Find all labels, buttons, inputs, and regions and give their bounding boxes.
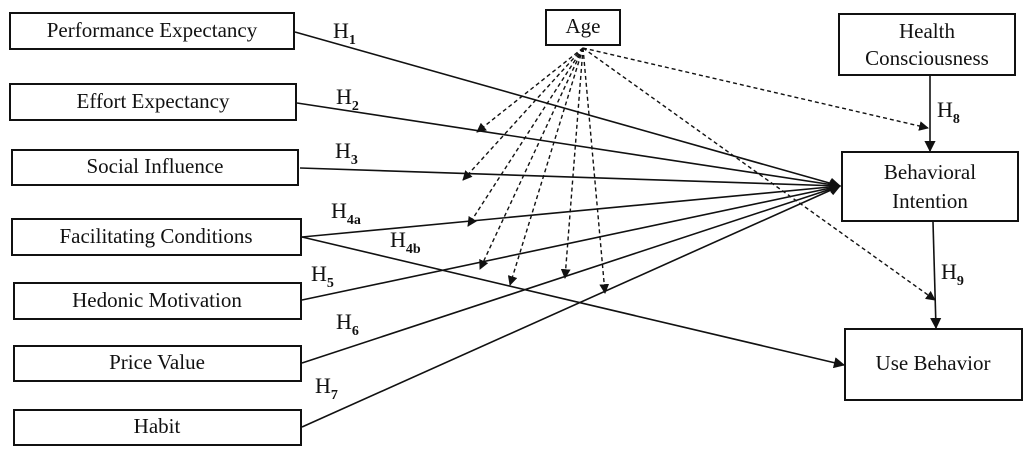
hypothesis-label-h9: H9 [941, 259, 964, 289]
age-label: Age [566, 14, 601, 38]
health-consciousness-label-line1: Health [899, 19, 955, 43]
construct-price-value: Price Value [13, 345, 302, 382]
construct-use-behavior: Use Behavior [844, 328, 1023, 401]
hypothesis-label-h8: H8 [937, 97, 960, 127]
age-moderation-line [507, 47, 584, 286]
facilitating-conditions-label: Facilitating Conditions [59, 224, 252, 248]
hypothesis-label-h2: H2 [336, 84, 359, 114]
hypothesis-label-h5: H5 [311, 261, 334, 291]
habit-label: Habit [134, 414, 181, 438]
age-moderation-line [467, 47, 584, 227]
path-h9 [930, 221, 942, 330]
path-h2 [296, 102, 842, 191]
construct-effort-expectancy: Effort Expectancy [9, 83, 297, 121]
age-moderation-line [476, 47, 584, 133]
age-moderation-line [479, 47, 584, 270]
hypothesis-label-h1: H1 [333, 18, 356, 48]
hypothesis-label-h3: H3 [335, 138, 358, 168]
hypothesis-label-h6: H6 [336, 309, 359, 339]
behavioral-intention-label-line2: Intention [892, 189, 968, 213]
path-h7 [301, 185, 842, 428]
construct-social-influence: Social Influence [11, 149, 299, 186]
hedonic-motivation-label: Hedonic Motivation [72, 288, 242, 312]
effort-expectancy-label: Effort Expectancy [77, 89, 230, 113]
path-h5 [301, 182, 842, 301]
construct-habit: Habit [13, 409, 302, 446]
age-moderation-line [560, 47, 584, 279]
path-h6 [301, 183, 842, 364]
construct-health-consciousness: Health Consciousness [838, 13, 1016, 76]
hypothesis-label-h4a: H4a [331, 198, 361, 228]
use-behavior-label: Use Behavior [876, 351, 991, 375]
construct-age: Age [545, 9, 621, 46]
path-h3 [299, 167, 842, 192]
health-consciousness-label-line2: Consciousness [865, 46, 989, 70]
age-moderation-line [582, 47, 929, 131]
path-h4b [301, 236, 846, 369]
age-moderation-line [462, 47, 584, 181]
path-h4a [301, 181, 842, 238]
construct-hedonic-motivation: Hedonic Motivation [13, 282, 302, 320]
age-moderation-line [582, 47, 610, 294]
hypothesis-label-h7: H7 [315, 373, 338, 403]
age-moderation-line [582, 47, 936, 301]
construct-behavioral-intention: Behavioral Intention [841, 151, 1019, 222]
social-influence-label: Social Influence [86, 154, 223, 178]
hypothesis-label-h4b: H4b [390, 227, 421, 257]
construct-performance-expectancy: Performance Expectancy [9, 12, 295, 50]
age-moderation-paths [462, 47, 936, 301]
behavioral-intention-label-line1: Behavioral [884, 160, 976, 184]
predictor-paths [294, 31, 942, 428]
path-h1 [294, 31, 842, 189]
price-value-label: Price Value [109, 350, 205, 374]
construct-facilitating-conditions: Facilitating Conditions [11, 218, 302, 256]
performance-expectancy-label: Performance Expectancy [47, 18, 258, 42]
